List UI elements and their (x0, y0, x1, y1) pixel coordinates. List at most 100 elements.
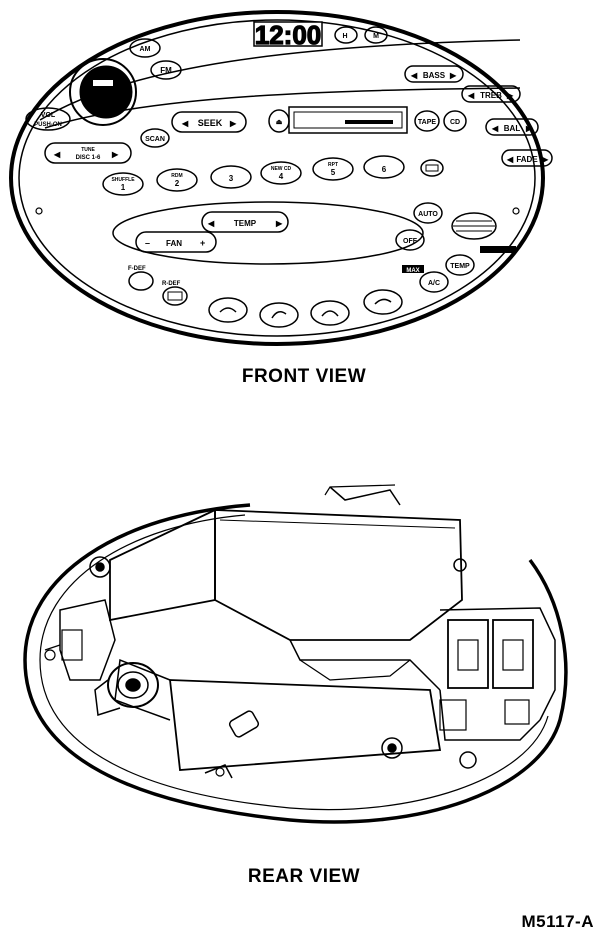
shuffle-label: SHUFFLE (111, 177, 135, 183)
treb-button[interactable] (461, 85, 521, 103)
mode-defrost-button[interactable] (208, 297, 248, 323)
connector-1 (447, 619, 489, 689)
svg-text:⏏: ⏏ (276, 119, 283, 126)
svg-text:▶: ▶ (275, 219, 283, 228)
preset-4-label: 4 (279, 172, 284, 181)
volume-shaft-housing (107, 662, 159, 708)
rear-bezel-outer (23, 503, 568, 824)
new-cd-label: NEW CD (271, 166, 292, 172)
svg-text:–: – (145, 238, 150, 248)
volume-knob[interactable] (79, 65, 133, 119)
rear-bezel-inner (39, 514, 549, 811)
temp-button-label: TEMP (450, 263, 470, 270)
eject-button[interactable] (268, 109, 290, 133)
preset-3-label: 3 (229, 174, 234, 183)
ac-button[interactable] (419, 271, 449, 293)
bass-label: BASS (423, 71, 446, 80)
fan-rocker-label: FAN (166, 239, 182, 248)
bass-button[interactable] (404, 65, 464, 83)
svg-text:▶: ▶ (525, 124, 533, 133)
connector-2 (492, 619, 534, 689)
off-label: OFF (403, 238, 418, 245)
disc-label: DISC 1-6 (76, 155, 101, 161)
preset-2-button[interactable] (156, 168, 198, 192)
tape-label: TAPE (418, 119, 436, 126)
tape-button[interactable] (414, 110, 440, 132)
svg-text:H: H (342, 33, 347, 40)
am-label: AM (140, 46, 151, 53)
seek-button[interactable] (171, 111, 247, 133)
vol-push-on-label-box (25, 107, 71, 131)
off-button[interactable] (395, 229, 425, 251)
svg-text:▶: ▶ (111, 150, 119, 159)
preset-6-label: 6 (382, 165, 387, 174)
mode-panel-button[interactable] (363, 289, 403, 315)
svg-text:▶: ▶ (229, 119, 237, 128)
volume-knob-ring (69, 58, 137, 126)
screw-left (35, 207, 43, 215)
max-label: MAX (406, 268, 419, 274)
rear-defrost-button[interactable] (162, 286, 188, 306)
display-button[interactable] (420, 159, 444, 177)
temp-rocker[interactable] (201, 211, 289, 233)
rear-view-caption: REAR VIEW (247, 866, 361, 887)
bal-label: BAL (504, 124, 521, 133)
ac-label: A/C (428, 280, 440, 287)
figure-id: M5117-A (521, 912, 594, 931)
mode-floor-button[interactable] (310, 300, 350, 326)
preset-3-button[interactable] (210, 165, 252, 189)
clock-readout: 12:00 (255, 20, 322, 50)
preset-6-button[interactable] (363, 155, 405, 179)
front-defrost-button[interactable] (128, 271, 154, 291)
clock-display (253, 21, 323, 47)
tune-disc-button[interactable] (44, 142, 132, 164)
svg-text:▶: ▶ (506, 91, 514, 100)
mounting-post-1 (89, 556, 111, 578)
minute-button[interactable] (364, 26, 388, 44)
fm-label: FM (160, 66, 172, 75)
fm-button[interactable] (150, 60, 182, 80)
temp-rocker-label: TEMP (234, 219, 257, 228)
front-bezel-outer (9, 10, 545, 346)
preset-4-button[interactable] (260, 161, 302, 185)
svg-text:◀: ◀ (467, 91, 475, 100)
cd-button[interactable] (443, 110, 467, 132)
svg-text:◀: ◀ (181, 119, 189, 128)
auto-label: AUTO (418, 211, 438, 218)
preset-1-label: 1 (121, 183, 126, 192)
mode-floor-defrost-button[interactable] (259, 302, 299, 328)
hour-button[interactable] (334, 26, 358, 44)
bal-button[interactable] (485, 118, 539, 136)
front-bezel-inner (18, 19, 536, 337)
mounting-post-2 (381, 737, 403, 759)
front-view-panel (9, 10, 553, 346)
chassis-lower-plate (168, 679, 442, 771)
fade-label: FADE (516, 155, 538, 164)
preset-5-label: 5 (331, 168, 336, 177)
fan-rocker[interactable] (135, 231, 217, 253)
rdm-label: RDM (171, 173, 182, 179)
top-tab (329, 486, 401, 506)
screw-right (512, 207, 520, 215)
svg-text:◀: ◀ (491, 124, 499, 133)
fade-button[interactable] (501, 149, 553, 167)
rpt-label: RPT (328, 162, 338, 168)
cd-label: CD (450, 119, 460, 126)
f-def-label: F-DEF (128, 266, 146, 272)
temp-button[interactable] (445, 254, 475, 276)
preset-5-button[interactable] (312, 157, 354, 181)
svg-text:▶: ▶ (541, 155, 549, 164)
climate-control-recess (112, 201, 424, 265)
push-on-label: PUSH-ON (34, 122, 62, 128)
auto-button[interactable] (413, 202, 443, 224)
preset-2-label: 2 (175, 179, 180, 188)
vol-label: VOL (41, 112, 56, 119)
svg-text:M: M (373, 33, 379, 40)
preset-1-button[interactable] (102, 172, 144, 196)
am-button[interactable] (129, 38, 161, 58)
scan-button[interactable] (140, 128, 170, 148)
r-def-label: R-DEF (162, 281, 181, 287)
brand-badge (480, 246, 516, 253)
svg-text:▶: ▶ (449, 71, 457, 80)
